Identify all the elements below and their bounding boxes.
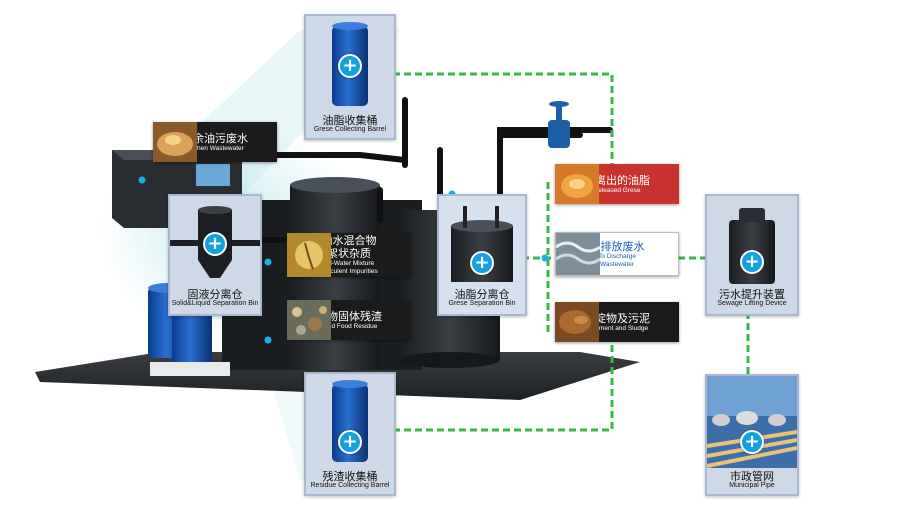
card-title: 残渣收集桶 [322,470,378,483]
plus-icon[interactable]: + [740,430,764,454]
tag-oil-water-mixture: 油水混合物 絮状杂质 Oil-Water Mixture flocculent … [287,233,411,277]
control-panel [196,164,230,186]
tag-discharge-wastewater: 可排放废水 To Discharge Wastewater [555,232,679,276]
central-tank [290,185,380,370]
connector-lines [393,72,750,432]
tag-title: 食物固体残渣 [316,309,382,323]
card-residue-collecting-barrel[interactable]: + 残渣收集桶 Residue Collecting Barrel [304,372,396,496]
card-subtitle: Grese Separation Bin [448,300,516,307]
card-subtitle: Grese Collecting Barrel [313,126,387,133]
card-title: 油脂分离仓 [454,288,510,301]
plus-icon[interactable]: + [338,430,362,454]
plus-icon[interactable]: + [740,250,764,274]
card-title: 油脂收集桶 [322,114,378,127]
tank-icon [729,208,775,284]
tag-released-grease: 分离出的油脂 Released Grese [555,164,679,204]
plus-icon[interactable]: + [470,251,494,275]
card-subtitle: Sewage Lifting Device [717,300,787,307]
tag-subtitle-2: Wastewater [599,260,635,268]
card-solid-liquid-bin[interactable]: + 固液分离仓 Solid&Liquid Separation Bin [168,194,262,316]
tag-sediment-sludge: 沉淀物及污泥 Sediment and Sludge [555,302,679,342]
tag-subtitle-2: flocculent Impurities [320,268,378,275]
card-grease-separation-bin[interactable]: + 油脂分离仓 Grese Separation Bin [437,194,527,316]
card-subtitle: Municipal Pipe [729,482,775,489]
tag-title: 分离出的油脂 [584,173,650,187]
food-photo [153,122,197,162]
card-sewage-lifting-device[interactable]: + 污水提升装置 Sewage Lifting Device [705,194,799,316]
tag-title: 厨余油污废水 [182,131,248,145]
tag-title: 沉淀物及污泥 [584,311,650,325]
tag-subtitle: Oil-Water Mixture [323,260,375,267]
tag-subtitle: Sediment and Sludge [585,324,649,332]
card-subtitle: Solid&Liquid Separation Bin [171,300,259,307]
tag-solid-food-residue: 食物固体残渣 Solid Food Residue [287,300,411,340]
sludge-photo [555,302,599,342]
grease-photo [555,164,599,204]
oil-water-photo [287,233,331,277]
water-photo [556,233,600,275]
card-title: 污水提升装置 [719,288,785,301]
tag-subtitle: Solid Food Residue [320,322,378,330]
tag-title: 可排放废水 [589,239,645,253]
card-grease-collecting-barrel[interactable]: + 油脂收集桶 Grese Collecting Barrel [304,14,396,140]
plus-icon[interactable]: + [203,232,227,256]
valve-icon [548,101,570,148]
pipeline-image [707,376,797,468]
tag-title-2: 絮状杂质 [327,247,371,260]
tag-title: 油水混合物 [321,234,377,247]
card-subtitle: Residue Collecting Barrel [310,482,390,489]
tag-kitchen-wastewater: 厨余油污废水 Kitchen Wastewater [153,122,277,162]
card-title: 固液分离仓 [187,288,243,301]
residue-photo [287,300,331,340]
plus-icon[interactable]: + [338,54,362,78]
card-title: 市政管网 [730,470,774,483]
card-municipal-pipe[interactable]: + 市政管网 Municipal Pipe [705,374,799,496]
tag-subtitle: Released Grese [593,186,641,194]
tag-subtitle: To Discharge [598,252,636,260]
tag-subtitle: Kitchen Wastewater [186,144,244,152]
